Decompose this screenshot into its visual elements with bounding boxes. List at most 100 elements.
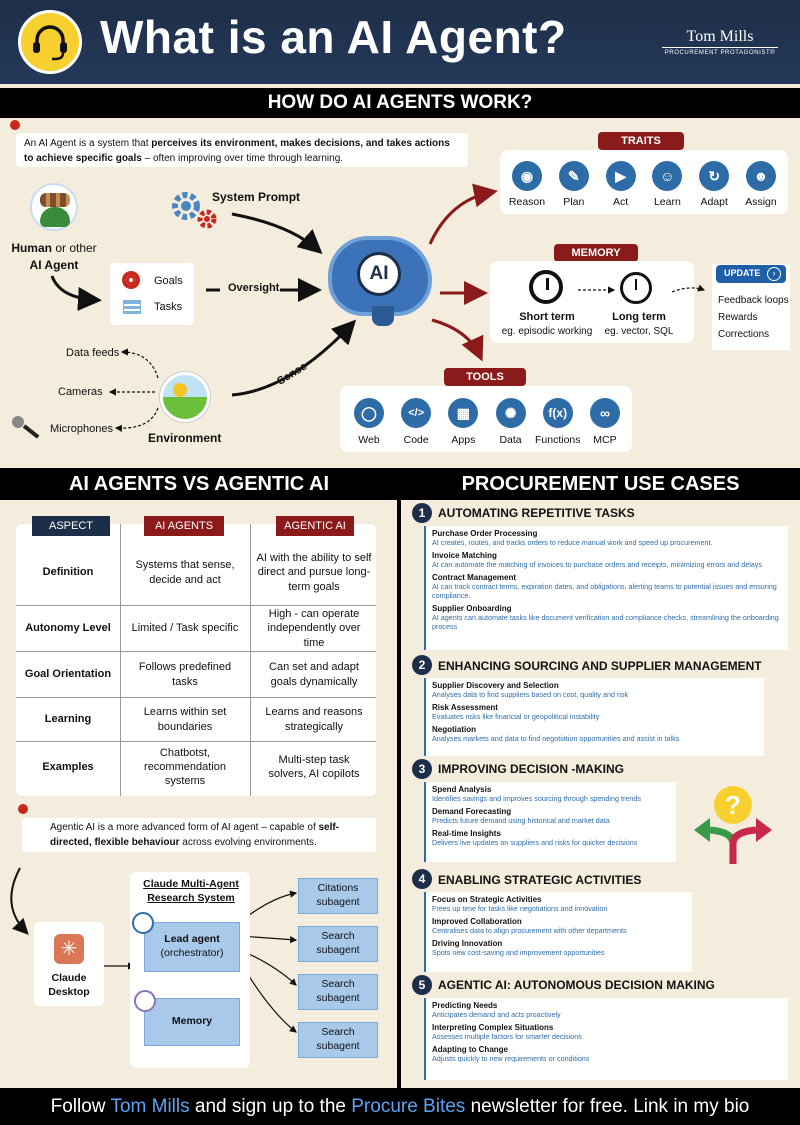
trait-label: Act xyxy=(613,196,629,208)
ai-core: AI xyxy=(357,252,401,296)
section-title: ENABLING STRATEGIC ACTIVITIES xyxy=(438,873,642,887)
cycle-icon: ↻ xyxy=(699,161,730,191)
memory-title: MEMORY xyxy=(554,244,638,262)
trait-label: Plan xyxy=(563,196,585,208)
trait-item: ▶ Act xyxy=(598,161,644,213)
trait-item: ↻Adapt xyxy=(691,161,737,213)
agentic-pre: Agentic AI is a more advanced form of AI… xyxy=(50,822,319,833)
item-desc: Analyses markets and data to find negoti… xyxy=(432,734,680,743)
citations-subagent: Citations subagent xyxy=(298,878,378,914)
update-item: Rewards xyxy=(718,312,758,323)
col-header-aspect: ASPECT xyxy=(32,516,110,536)
item-title: Contract Management xyxy=(432,573,517,582)
item-desc: Analyses data to find suppliers based on… xyxy=(432,690,629,699)
traits-title: TRAITS xyxy=(598,132,684,150)
trait-label: Learn xyxy=(653,196,681,208)
memory-box xyxy=(490,261,694,343)
col-header-agentic: AGENTIC AI xyxy=(276,516,354,536)
tasks-label: Tasks xyxy=(154,301,183,313)
trait-item: ◉Reason xyxy=(504,161,550,213)
lead-agent-label: Lead agent xyxy=(164,933,220,946)
function-icon: f(x) xyxy=(542,398,573,428)
section-box: Predicting Needs Anticipates demand and … xyxy=(424,998,788,1080)
footer-newsletter-link[interactable]: Procure Bites xyxy=(351,1096,466,1117)
table-row-aspect: Learning xyxy=(44,713,92,726)
short-term-eg: eg. episodic working xyxy=(501,326,593,337)
tool-label: Data xyxy=(499,434,522,446)
brand-tagline: PROCUREMENT PROTAGONIST® xyxy=(664,50,776,56)
apps-icon: ▦ xyxy=(448,398,479,428)
trait-label: Reason xyxy=(508,196,546,208)
tools-box xyxy=(340,386,632,452)
brand-name: Tom Mills xyxy=(686,28,754,45)
item-desc: Identifies savings and improves sourcing… xyxy=(432,794,641,803)
data-feeds-label: Data feeds xyxy=(66,347,120,359)
footer-name-link[interactable]: Tom Mills xyxy=(110,1096,190,1117)
item-title: Real-time Insights xyxy=(432,829,501,838)
item-title: Adapting to Change xyxy=(432,1045,508,1054)
human-bold: Human xyxy=(11,241,52,255)
item-desc: Evaluates risks like financial or geopol… xyxy=(432,712,600,721)
table-vline-1 xyxy=(120,524,121,796)
item-desc: AI agents can automate tasks like docume… xyxy=(432,613,779,631)
team-icon: ☻ xyxy=(745,161,776,191)
table-row-aspect: Examples xyxy=(42,760,94,773)
megaphone-icon: ▶ xyxy=(605,161,636,191)
item-title: Demand Forecasting xyxy=(432,807,512,816)
stopwatch-icon xyxy=(529,270,563,304)
tool-item: ◯Web xyxy=(346,398,392,446)
environment-icon xyxy=(160,372,210,422)
table-hline xyxy=(16,605,376,606)
system-prompt-label: System Prompt xyxy=(212,190,301,204)
table-row-aspect: Autonomy Level xyxy=(25,622,111,635)
use-cases-band: PROCUREMENT USE CASES xyxy=(401,468,800,500)
code-icon: </> xyxy=(401,398,432,428)
item-desc: Predicts future demand using historical … xyxy=(432,816,610,825)
update-label: UPDATE xyxy=(724,268,761,278)
col-header-agents: AI AGENTS xyxy=(144,516,224,536)
headset-logo xyxy=(18,10,82,74)
section-number: 5 xyxy=(412,975,432,995)
head-icon: ☺ xyxy=(652,161,683,191)
gear-icon xyxy=(172,192,217,229)
people-globe-icon xyxy=(30,183,78,231)
gears-icon xyxy=(170,190,220,237)
item-title: Spend Analysis xyxy=(432,785,492,794)
item-title: Improved Collaboration xyxy=(432,917,522,926)
item-title: Predicting Needs xyxy=(432,1001,498,1010)
item-title: Driving Innovation xyxy=(432,939,503,948)
item-desc: Centralises data to align procurement wi… xyxy=(432,926,627,935)
tools-row: ◯Web </>Code ▦Apps ✺Data f(x)Functions ∞… xyxy=(346,398,628,446)
section-number: 2 xyxy=(412,655,432,675)
agentic-note: Agentic AI is a more advanced form of AI… xyxy=(22,818,376,852)
section-box: Focus on Strategic Activities Frees up t… xyxy=(424,892,692,972)
globe-icon: ◯ xyxy=(354,398,384,428)
section-title: IMPROVING DECISION -MAKING xyxy=(438,762,625,776)
microphone-handle xyxy=(22,424,40,439)
human-line2: AI Agent xyxy=(29,257,79,272)
traits-box xyxy=(500,150,788,214)
section-box: Supplier Discovery and Selection Analyse… xyxy=(424,678,764,756)
item-desc: Anticipates demand and acts proactively xyxy=(432,1010,561,1019)
item-title: Interpreting Complex Situations xyxy=(432,1023,554,1032)
lead-agent-icon xyxy=(132,912,154,934)
definition-post: – often improving over time through lear… xyxy=(141,152,344,164)
environment-label: Environment xyxy=(148,431,222,445)
item-title: Supplier Onboarding xyxy=(432,604,512,613)
item-title: Supplier Discovery and Selection xyxy=(432,681,559,690)
footer-pre: Follow xyxy=(50,1096,111,1117)
table-hline xyxy=(16,697,376,698)
section-title: AGENTIC AI: AUTONOMOUS DECISION MAKING xyxy=(438,978,715,992)
update-item: Corrections xyxy=(718,329,770,340)
item-title: Focus on Strategic Activities xyxy=(432,895,542,904)
section-box: Spend Analysis Identifies savings and im… xyxy=(424,782,676,862)
item-title: Purchase Order Processing xyxy=(432,529,538,538)
section-number: 3 xyxy=(412,759,432,779)
item-title: Negotiation xyxy=(432,725,476,734)
long-term-label: Long term xyxy=(612,311,666,323)
human-label: Human or other AI Agent xyxy=(4,240,104,274)
definition-box: An AI Agent is a system that perceives i… xyxy=(16,133,468,167)
page-title: What is an AI Agent? xyxy=(100,11,567,63)
search-subagent: Search subagent xyxy=(298,974,378,1010)
table-row-aspect: Goal Orientation xyxy=(24,668,112,681)
